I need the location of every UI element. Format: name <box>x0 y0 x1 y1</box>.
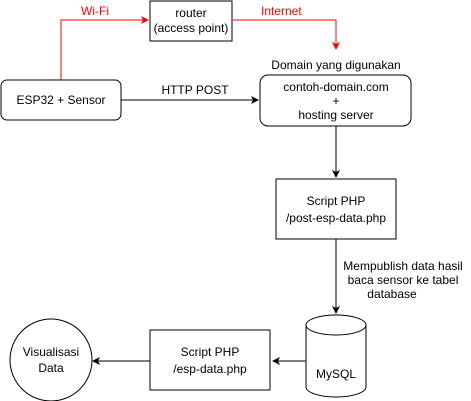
server-label-line2: + <box>332 94 339 108</box>
router-label-line2: (access point) <box>154 21 229 35</box>
domain-caption: Domain yang digunakan <box>271 58 400 72</box>
esp-script-label-line2: /esp-data.php <box>173 362 247 376</box>
internet-label: Internet <box>261 4 302 18</box>
esp32-label: ESP32 + Sensor <box>16 93 105 107</box>
server-label-line3: hosting server <box>298 108 373 122</box>
http-post-label: HTTP POST <box>161 83 229 97</box>
mysql-label: MySQL <box>316 367 356 381</box>
wifi-connector <box>60 16 149 80</box>
server-label-line1: contoh-domain.com <box>283 80 388 94</box>
wifi-label: Wi-Fi <box>81 4 109 18</box>
visual-node <box>9 318 93 401</box>
router-label-line1: router <box>175 6 206 20</box>
router-node <box>149 0 233 42</box>
publish-label-line3: database <box>367 287 417 301</box>
internet-connector <box>233 19 340 50</box>
visual-label-line2: Data <box>38 361 64 375</box>
esp-script-node <box>149 329 271 391</box>
post-script-node <box>275 178 397 240</box>
publish-label-line1: Mempublish data hasil <box>343 259 462 273</box>
post-script-label-line2: /post-esp-data.php <box>286 211 386 225</box>
publish-label-line2: baca sensor ke tabel <box>348 273 459 287</box>
post-script-label-line1: Script PHP <box>307 194 366 208</box>
esp-script-label-line1: Script PHP <box>181 345 240 359</box>
mysql-node <box>305 314 367 398</box>
visual-label-line1: Visualisasi <box>23 345 79 359</box>
